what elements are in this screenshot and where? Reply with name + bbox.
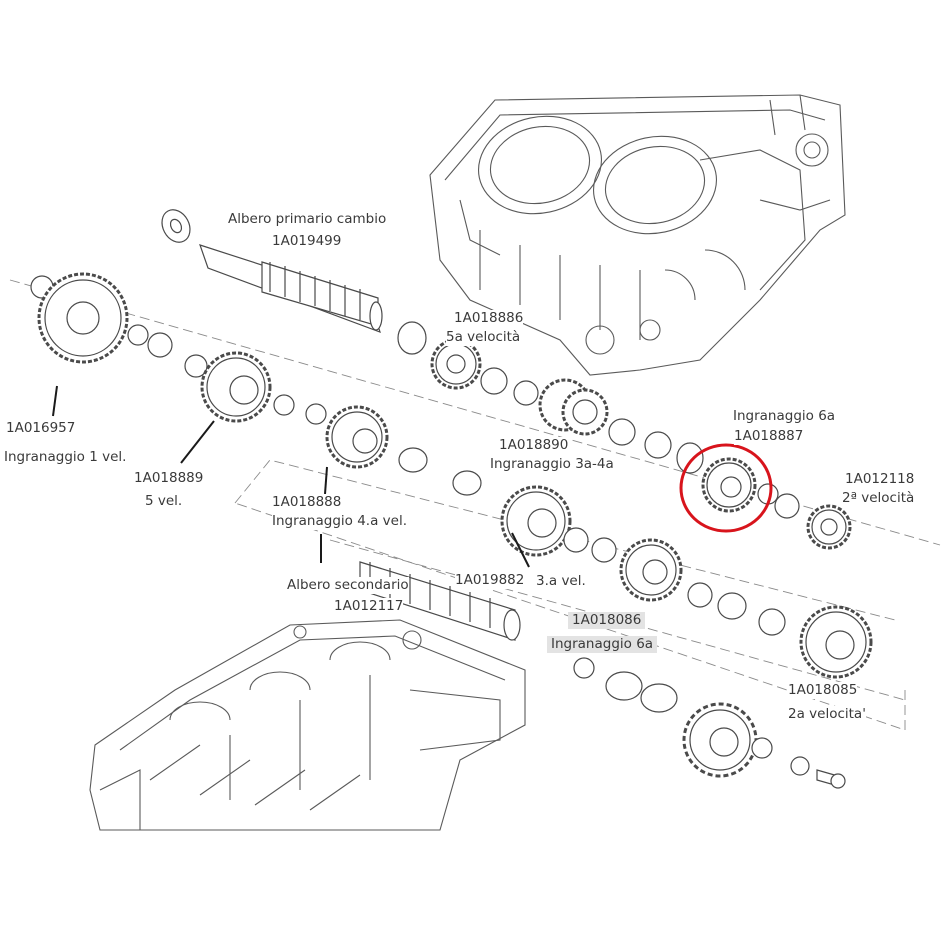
label-4a-name: Ingranaggio 4.a vel.: [272, 513, 407, 530]
label-albero-secondario: Albero secondario: [287, 577, 409, 594]
gear-5a-velocita: [397, 321, 539, 406]
label-5vel-code: 1A018889: [134, 470, 204, 487]
gear-2a-velocita: [806, 504, 852, 550]
output-sprocket-assembly: [573, 657, 846, 789]
label-3a4a-code: 1A018890: [499, 437, 569, 454]
label-4a-code: 1A018888: [272, 494, 342, 511]
label-6a-title: Ingranaggio 6a: [733, 408, 836, 425]
label-5vel-name: 5 vel.: [145, 493, 183, 510]
label-sec-2a-name: 2a velocita': [788, 706, 866, 723]
primary-shaft: [161, 209, 383, 333]
gear-3-vel: [500, 485, 617, 563]
highlight-circle: [679, 443, 773, 533]
label-1vel-code: 1A016957: [6, 420, 76, 437]
label-2a-name: 2ª velocità: [842, 490, 915, 507]
leader-lines: [52, 385, 530, 568]
label-sec-6a-code: 1A018086: [568, 612, 646, 629]
gear-1-vel: [30, 272, 208, 378]
label-2a-code: 1A012118: [845, 471, 915, 488]
label-3vel-name: 3.a vel.: [536, 573, 586, 590]
crankcase-bottom: [89, 619, 526, 831]
label-sec-6a-name: Ingranaggio 6a: [547, 636, 658, 653]
label-6a-code: 1A018887: [734, 428, 804, 445]
ingranaggio-6a-highlighted: [701, 457, 800, 519]
label-albero-secondario-code: 1A012117: [334, 598, 404, 615]
label-5a-name: 5a velocità: [446, 329, 521, 346]
label-sec-2a-code: 1A018085: [788, 682, 858, 699]
label-albero-primario-code: 1A019499: [272, 233, 342, 250]
sec-2a-velocita: [799, 605, 873, 679]
label-1vel-name: Ingranaggio 1 vel.: [4, 449, 127, 466]
sec-ingranaggio-6a: [619, 538, 786, 636]
gear-3a-4a: [538, 378, 704, 474]
gear-5-vel: [200, 351, 327, 425]
label-3vel-code: 1A019882: [455, 572, 525, 589]
label-3a4a-name: Ingranaggio 3a-4a: [490, 456, 614, 473]
label-5a-code: 1A018886: [454, 310, 524, 327]
gear-4a-vel: [325, 405, 482, 496]
label-albero-primario: Albero primario cambio: [228, 211, 387, 228]
